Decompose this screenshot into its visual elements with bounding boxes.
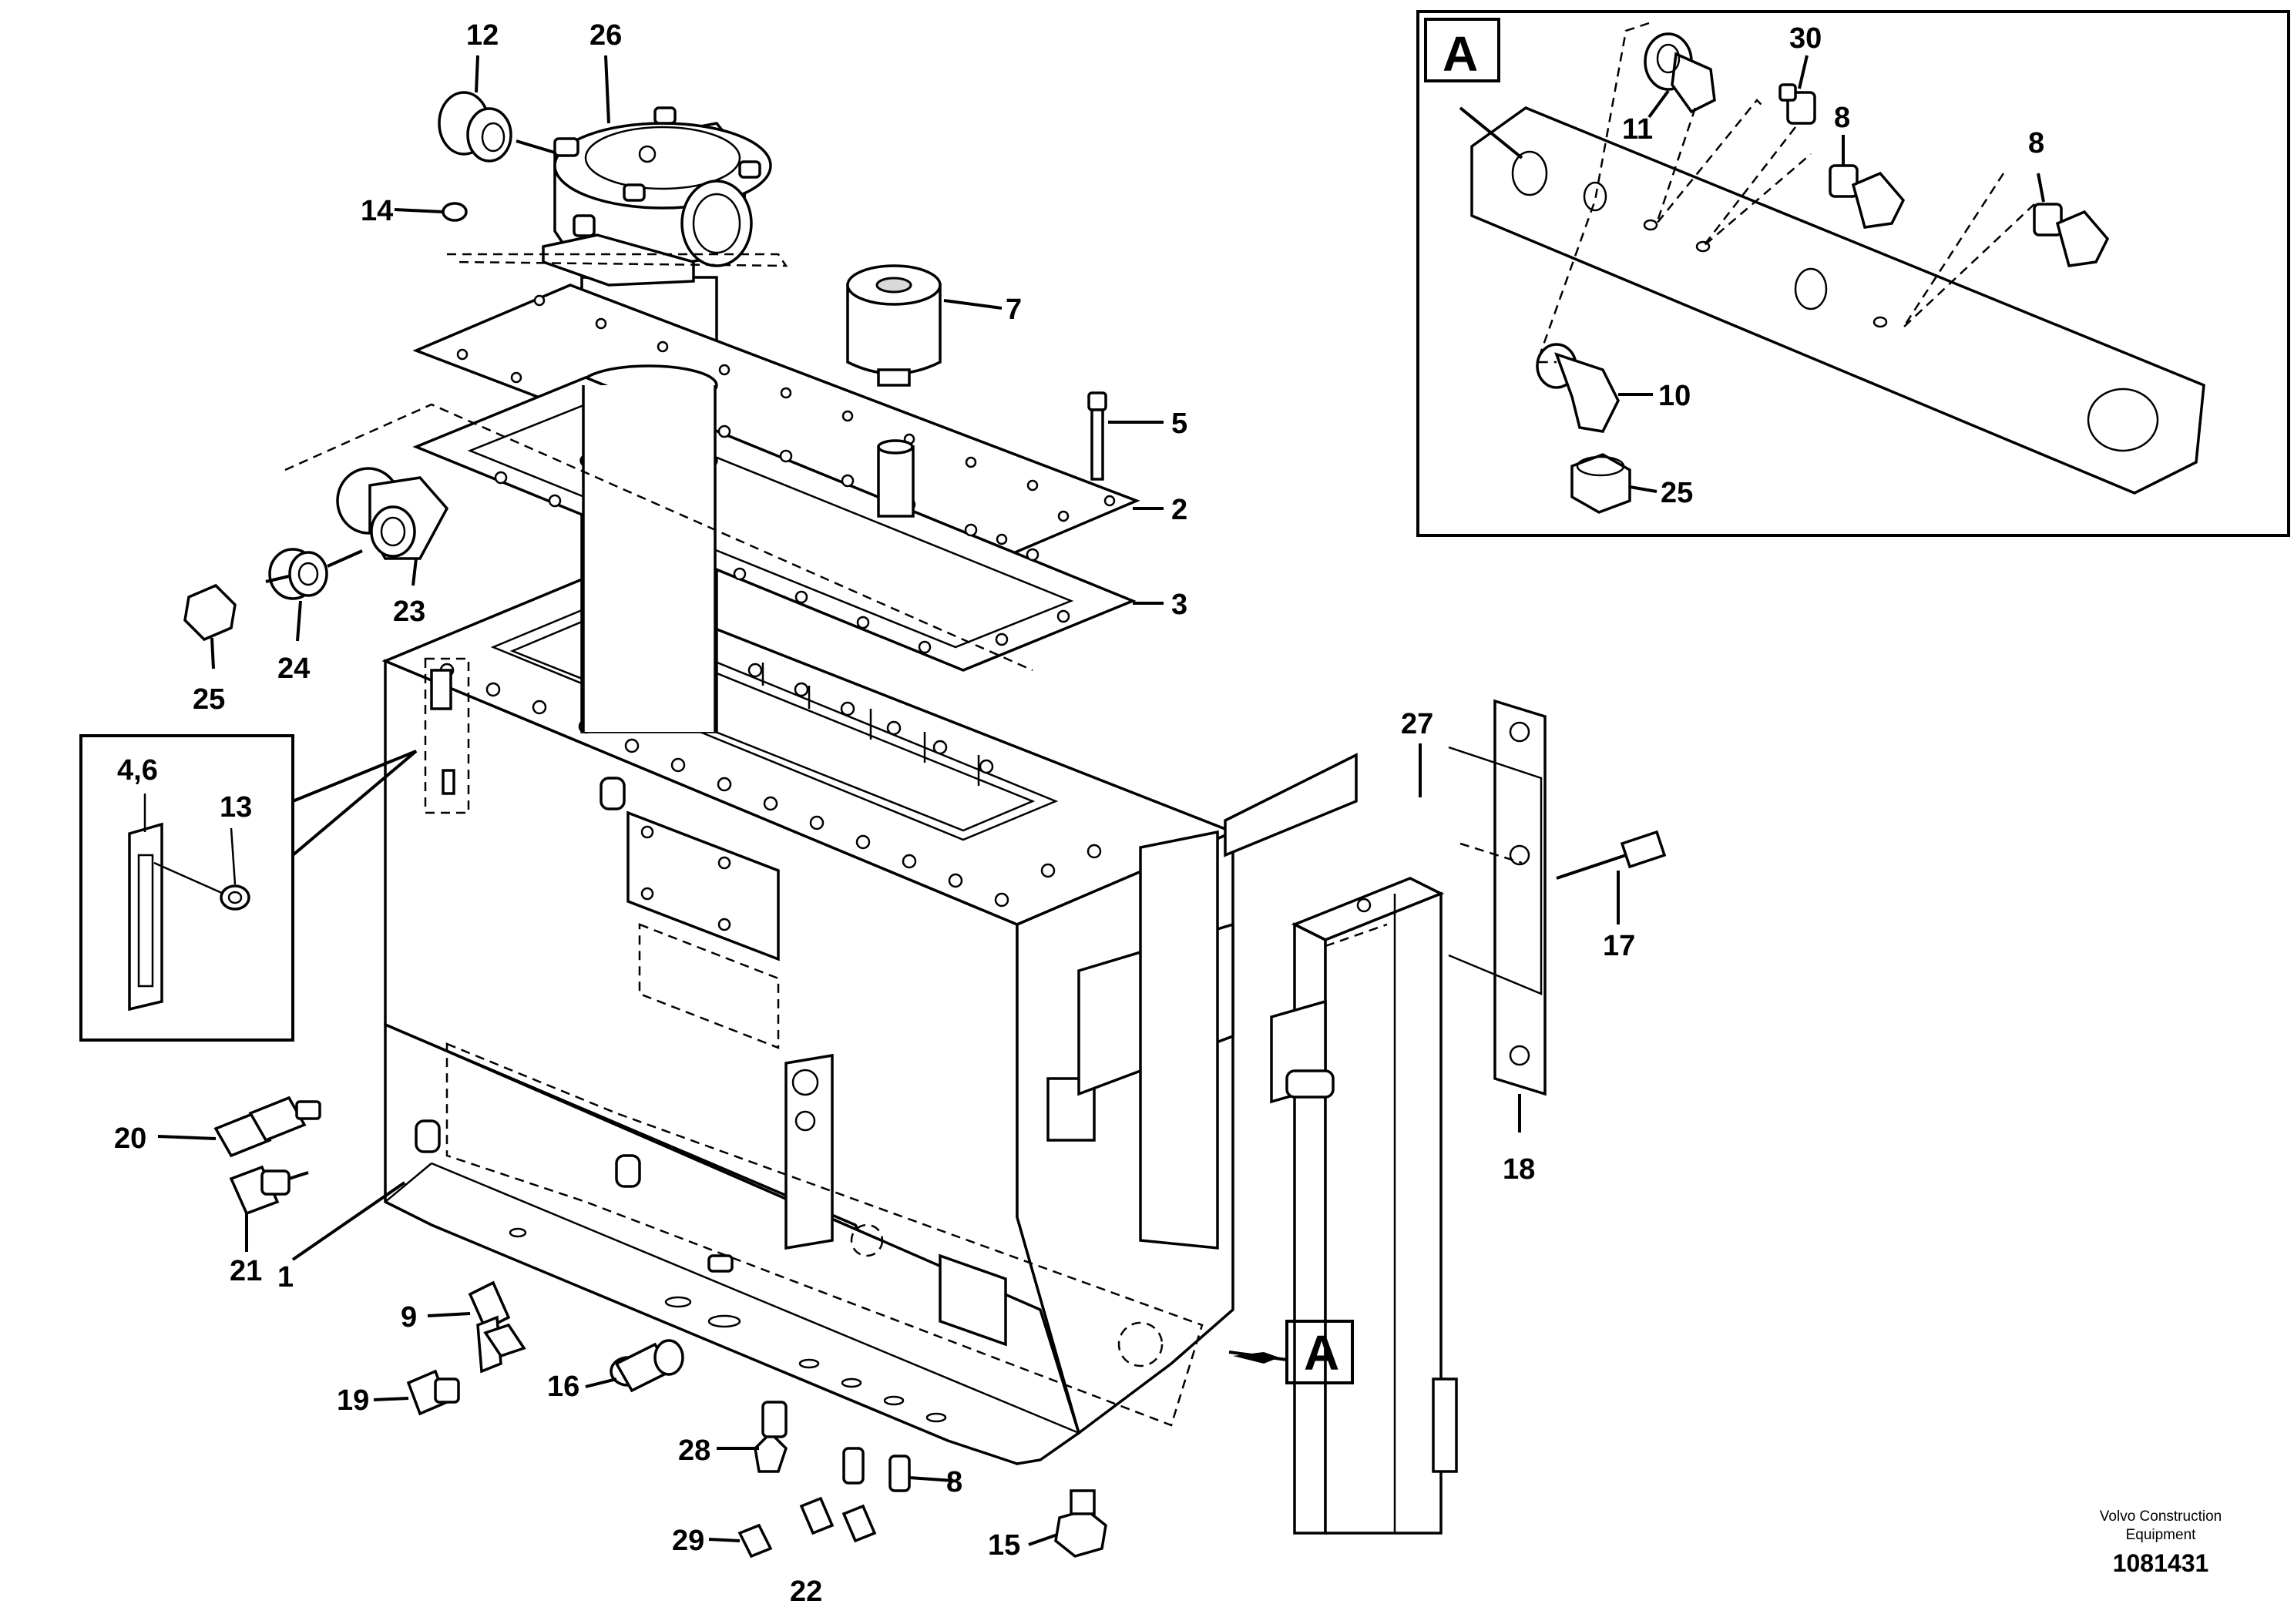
callout-1: 1 [277, 1261, 294, 1293]
nuts-22 [799, 1496, 877, 1543]
plug-12 [438, 91, 512, 163]
fitting-23 [336, 467, 449, 560]
nut-25 [183, 583, 237, 642]
plug-29 [737, 1523, 773, 1559]
callout-22: 22 [790, 1575, 822, 1608]
adapter-30 [1778, 83, 1816, 125]
callout-21: 21 [230, 1255, 262, 1287]
callout-14: 14 [361, 195, 393, 227]
level-sensor-21 [229, 1165, 309, 1216]
frame-post [1224, 753, 1458, 1535]
tee-fitting-9 [468, 1280, 526, 1374]
callout-4-6: 4,6 [117, 754, 158, 787]
callout-18: 18 [1503, 1153, 1535, 1186]
callout-30: 30 [1789, 22, 1822, 55]
nut-14 [442, 202, 468, 222]
detail-box-magnet [79, 657, 470, 1042]
footer-company-line2: Equipment [2126, 1527, 2197, 1543]
fitting-24 [268, 548, 328, 600]
inset-letter-a: A [1443, 26, 1478, 82]
callout-25-inset: 25 [1661, 477, 1693, 509]
bolt-5 [1087, 391, 1107, 481]
callout-8-inset-c: 8 [2028, 127, 2044, 159]
callout-labels: 12 26 14 7 5 2 3 23 24 25 4,6 13 27 17 1… [114, 19, 2222, 1608]
drain-plug-15 [1054, 1489, 1107, 1558]
callout-5: 5 [1171, 408, 1187, 440]
elbow-28 [754, 1401, 788, 1473]
footer-company-line1: Volvo Construction [2100, 1508, 2222, 1525]
filter-housing-26 [542, 106, 772, 287]
elbow-11 [1644, 32, 1716, 114]
callout-7: 7 [1006, 294, 1022, 326]
callout-29: 29 [672, 1525, 704, 1557]
callout-24: 24 [277, 653, 310, 685]
bolt-17 [1556, 830, 1667, 880]
elbow-10 [1536, 343, 1620, 433]
callout-28: 28 [678, 1434, 710, 1467]
callout-25: 25 [193, 683, 225, 716]
callout-2: 2 [1171, 494, 1187, 526]
mounting-plate-18 [1448, 699, 1547, 1096]
callout-8-inset-a: 8 [1834, 102, 1850, 134]
callout-17: 17 [1603, 930, 1635, 962]
callout-8-bottom: 8 [946, 1466, 962, 1498]
temperature-sensor-20 [213, 1096, 321, 1158]
view-marker-a [1233, 1320, 1354, 1384]
adapter-8a [1829, 164, 1906, 229]
fitting-16 [610, 1339, 684, 1393]
callout-27: 27 [1401, 708, 1433, 740]
view-marker-letter-a: A [1304, 1325, 1339, 1381]
callout-16: 16 [547, 1371, 579, 1403]
callout-12: 12 [466, 19, 499, 52]
fitting-19 [406, 1369, 460, 1416]
breather-filter-7 [846, 264, 942, 518]
callout-26: 26 [589, 19, 622, 52]
inset-detail-a [1416, 10, 2290, 537]
callout-20: 20 [114, 1122, 146, 1155]
callout-19: 19 [337, 1384, 369, 1417]
nut-25-inset [1570, 453, 1631, 514]
callout-13: 13 [220, 791, 252, 824]
drawing-number: 1081431 [2113, 1549, 2209, 1577]
callout-23: 23 [393, 596, 425, 628]
callout-9: 9 [401, 1301, 417, 1334]
adapters-8-bottom [842, 1447, 911, 1492]
callout-3: 3 [1171, 589, 1187, 621]
leader-lines [157, 55, 1620, 1546]
callout-11: 11 [1622, 113, 1653, 146]
callout-10: 10 [1658, 380, 1691, 412]
callout-15: 15 [988, 1529, 1020, 1562]
adapter-8c [2033, 203, 2110, 267]
